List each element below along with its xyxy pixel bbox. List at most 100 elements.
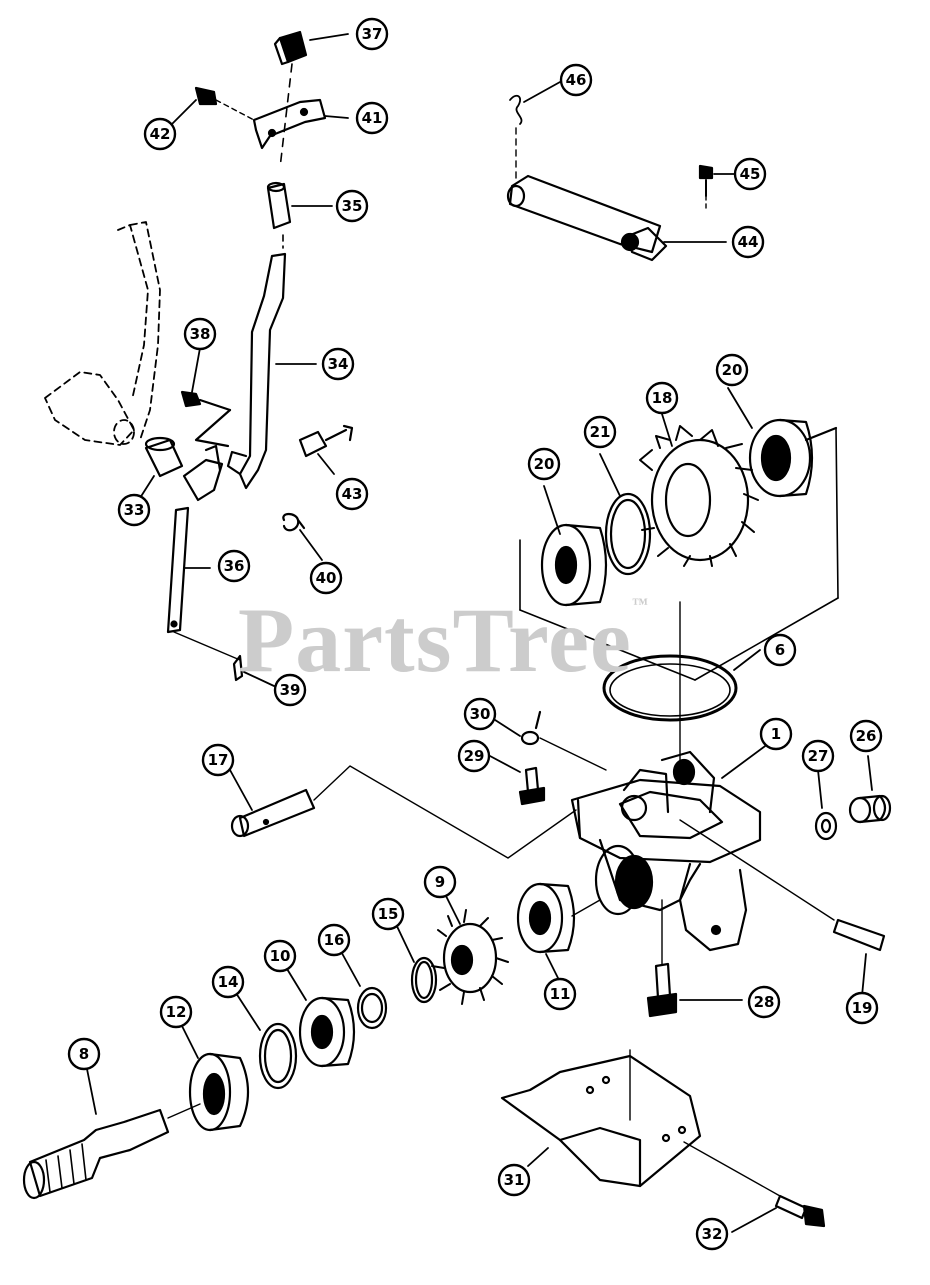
- callout-number: 8: [79, 1045, 89, 1063]
- callout-33: 33: [117, 493, 151, 527]
- callout-circle: [217, 549, 251, 583]
- callout-number: 39: [280, 681, 301, 699]
- part-26-plug: [848, 794, 892, 824]
- callout-11: 11: [543, 977, 577, 1011]
- callout-circle: [763, 633, 797, 667]
- callout-circle: [201, 743, 235, 777]
- callout-circle: [355, 101, 389, 135]
- callout-circle: [733, 157, 767, 191]
- callout-28: 28: [747, 985, 781, 1019]
- callout-circle: [273, 673, 307, 707]
- part-14-snap-ring: [258, 1022, 298, 1090]
- callout-26: 26: [849, 719, 883, 753]
- callout-circle: [355, 17, 389, 51]
- callout-18: 18: [645, 381, 679, 415]
- part-33-bushing: [144, 436, 184, 478]
- part-11-bearing: [516, 882, 601, 954]
- part-36-shift-link: [166, 444, 224, 634]
- callout-labels: 3741423534384333403639464544202118206130…: [67, 17, 883, 1251]
- callout-number: 41: [362, 109, 383, 127]
- callout-38: 38: [183, 317, 217, 351]
- part-27-washer: [814, 811, 838, 841]
- callout-circle: [183, 317, 217, 351]
- callout-number: 40: [316, 569, 337, 587]
- callout-circle: [457, 739, 491, 773]
- callout-circle: [759, 717, 793, 751]
- callout-circle: [845, 991, 879, 1025]
- part-35-sleeve: [266, 181, 292, 230]
- callout-circle: [321, 347, 355, 381]
- callout-44: 44: [731, 225, 765, 259]
- callout-circle: [849, 719, 883, 753]
- part-10-bearing: [298, 996, 356, 1068]
- callout-number: 21: [590, 423, 611, 441]
- shaft-assembly-plane-outline: [519, 427, 839, 681]
- callout-number: 32: [702, 1225, 723, 1243]
- callout-20: 20: [527, 447, 561, 481]
- part-37-shift-knob: [273, 30, 308, 66]
- callout-34: 34: [321, 347, 355, 381]
- callout-number: 33: [124, 501, 145, 519]
- reference-handle-outline: [44, 221, 161, 446]
- callout-circle: [731, 225, 765, 259]
- callout-16: 16: [317, 923, 351, 957]
- callout-29: 29: [457, 739, 491, 773]
- callout-number: 36: [224, 557, 245, 575]
- part-20-bearing-left: [540, 523, 608, 607]
- part-43-clevis: [298, 424, 354, 458]
- callout-27: 27: [801, 739, 835, 773]
- callout-number: 19: [852, 999, 873, 1017]
- callout-9: 9: [423, 865, 457, 899]
- callout-35: 35: [335, 189, 369, 223]
- callout-circle: [263, 939, 297, 973]
- callout-46: 46: [559, 63, 593, 97]
- callout-17: 17: [201, 743, 235, 777]
- part-1-gearbox-housing: [570, 750, 762, 952]
- callout-circle: [497, 1163, 531, 1197]
- callout-circle: [645, 381, 679, 415]
- part-19-roll-pin: [679, 819, 886, 952]
- callout-10: 10: [263, 939, 297, 973]
- callout-circle: [117, 493, 151, 527]
- part-45-bolt: [698, 164, 714, 213]
- callout-circle: [583, 415, 617, 449]
- callout-circle: [67, 1037, 101, 1071]
- callout-number: 20: [534, 455, 555, 473]
- callout-number: 45: [740, 165, 761, 183]
- callout-circle: [543, 977, 577, 1011]
- callout-15: 15: [371, 897, 405, 931]
- callout-number: 38: [190, 325, 211, 343]
- callout-circle: [335, 189, 369, 223]
- callout-number: 17: [208, 751, 229, 769]
- callout-circle: [211, 965, 245, 999]
- callout-number: 16: [324, 931, 345, 949]
- callout-1: 1: [759, 717, 793, 751]
- part-31-shield: [500, 1049, 702, 1188]
- part-18-gear: [639, 425, 759, 567]
- callout-21: 21: [583, 415, 617, 449]
- callout-number: 15: [378, 905, 399, 923]
- part-17-shaft: [230, 765, 577, 859]
- callout-39: 39: [273, 673, 307, 707]
- callout-circle: [335, 477, 369, 511]
- callout-number: 28: [754, 993, 775, 1011]
- part-46-pin: [509, 94, 523, 181]
- callout-number: 1: [771, 725, 781, 743]
- callout-30: 30: [463, 697, 497, 731]
- part-38-bolt: [180, 390, 232, 448]
- callout-number: 20: [722, 361, 743, 379]
- callout-36: 36: [217, 549, 251, 583]
- part-30-washer: [520, 710, 542, 746]
- part-12-coupler: [188, 1052, 250, 1132]
- callout-number: 30: [470, 705, 491, 723]
- callout-number: 14: [218, 973, 239, 991]
- part-44-rod-bracket: [506, 174, 668, 262]
- callout-37: 37: [355, 17, 389, 51]
- callout-number: 35: [342, 197, 363, 215]
- callout-number: 46: [566, 71, 587, 89]
- callout-number: 31: [504, 1171, 525, 1189]
- part-39-cotter-pin: [232, 654, 244, 682]
- callout-number: 9: [435, 873, 445, 891]
- callout-number: 10: [270, 947, 291, 965]
